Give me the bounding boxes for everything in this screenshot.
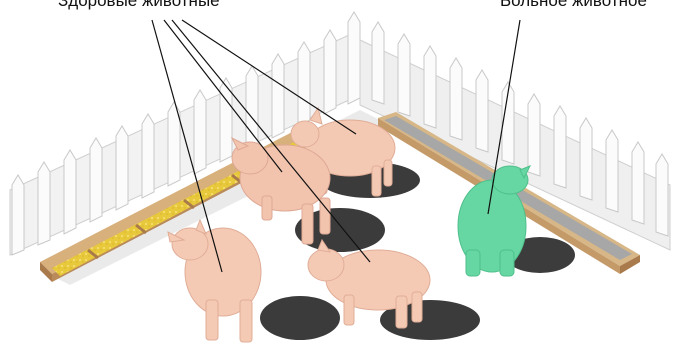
healthy-animals-label: Здоровые животные	[58, 0, 220, 11]
sick-animal-label: Больное животное	[500, 0, 647, 11]
healthy-pig-3	[168, 220, 261, 342]
